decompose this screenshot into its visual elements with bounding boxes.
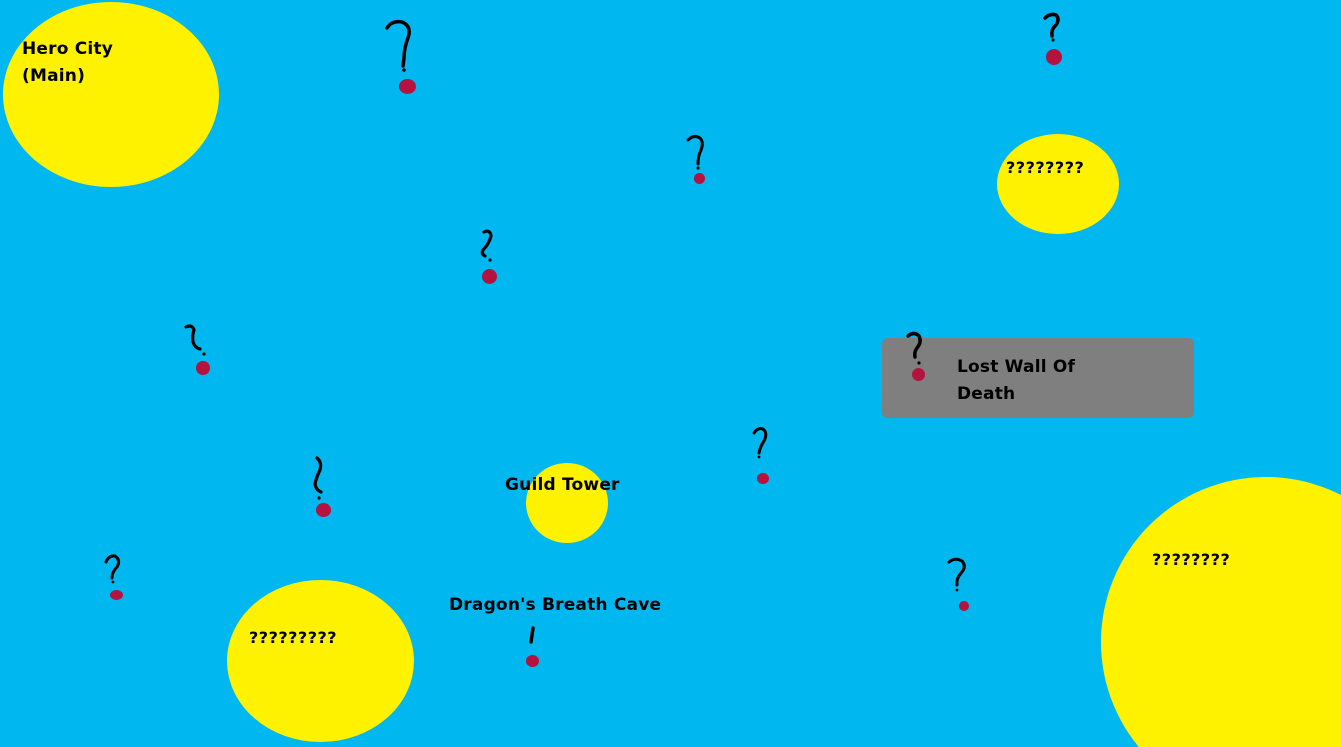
area-unknown-bottom-right[interactable] [1101,477,1341,747]
question-mark-icon [1043,12,1060,42]
marker-dot-icon [757,473,769,484]
map-marker-3[interactable] [682,132,712,186]
area-label-guild-tower: Guild Tower [505,475,620,495]
marker-dot-icon [526,655,539,667]
question-mark-icon [686,134,704,170]
marker-dot-icon [399,79,416,94]
area-hero-city[interactable] [3,2,219,187]
area-label-unknown-top-right: ???????? [1006,158,1085,177]
question-mark-icon [947,557,966,592]
question-mark-icon [385,19,411,72]
marker-dot-icon [694,173,705,184]
area-unknown-top-right[interactable] [997,134,1119,234]
area-unknown-bottom-left[interactable] [227,580,414,742]
area-label-unknown-bottom-left: ????????? [249,628,338,647]
marker-dot-icon [482,269,497,284]
location-label-dragons-breath-cave: Dragon's Breath Cave [449,595,662,615]
marker-dot-icon [316,503,331,517]
question-mark-icon [184,324,206,356]
map-marker-1[interactable] [380,18,420,96]
question-mark-icon [480,229,493,262]
marker-dot-icon [1046,49,1062,65]
question-mark-icon [313,456,323,500]
map-marker-6[interactable] [305,452,335,518]
question-mark-icon [752,427,768,459]
marker-dot-icon [196,361,210,375]
area-label-hero-city: Hero City (Main) [22,39,114,86]
question-mark-icon [104,554,121,584]
exclamation-mark-icon [529,626,535,644]
map-marker-9[interactable] [945,555,975,613]
location-label-lost-wall-of-death: Lost Wall Of Death [957,357,1076,404]
marker-dot-icon [959,601,969,611]
map-marker-11[interactable] [522,624,546,670]
question-mark-icon [906,331,922,365]
map-marker-4[interactable] [475,226,505,286]
marker-dot-icon [110,590,123,600]
map-marker-8[interactable] [748,425,778,487]
marker-dot-icon [912,368,925,381]
map-marker-5[interactable] [182,322,212,377]
area-guild-tower[interactable] [526,463,608,543]
location-panel-lost-wall-of-death[interactable] [882,338,1194,418]
map-marker-7[interactable] [100,552,130,602]
map-marker-10[interactable] [905,330,935,385]
area-label-unknown-bottom-right: ???????? [1152,550,1231,569]
map-marker-2[interactable] [1040,12,1070,67]
